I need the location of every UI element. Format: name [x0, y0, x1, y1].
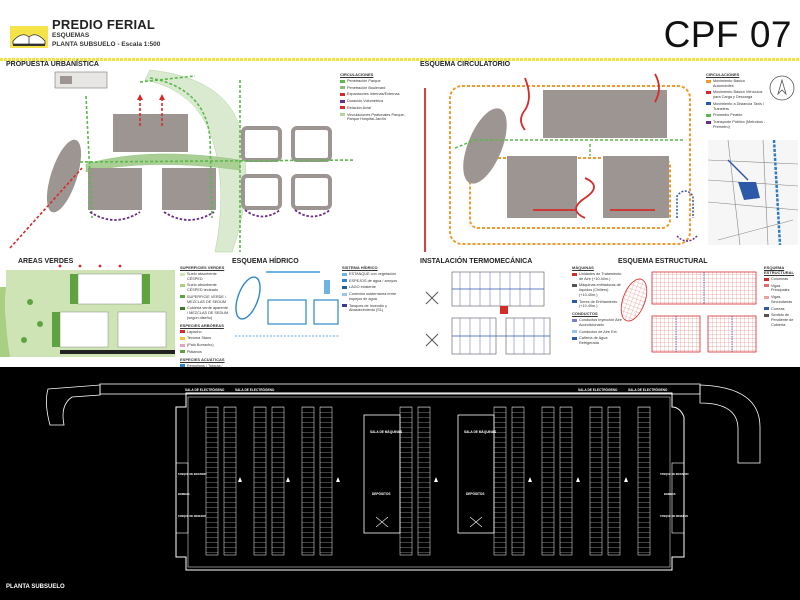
legend-title: ESPECIES ACUÁTICAS [180, 356, 225, 362]
legend-item: Unidades de Tratamiento de Aire (+10.40m… [572, 272, 622, 281]
legend-urbanistica: CIRCULACIONES Penetración Parque Penetra… [340, 72, 410, 124]
legend-item: LAGO existente [342, 285, 400, 290]
estructural-diagram [620, 271, 757, 353]
legend-title: CIRCULACIONES [706, 72, 740, 77]
legend-item: Máquinas enfriadoras de líquidos (Chille… [572, 283, 622, 297]
legend-item: Conexión subterránea entre espejos de ag… [342, 292, 400, 301]
side-label: TANQUE DE RESERVA [178, 514, 206, 518]
legend-item: Transporte Público (Metrobus - Premetro) [706, 120, 766, 129]
legend-item: Correas [764, 307, 800, 312]
legend-title: SUPERFICIES VERDES [180, 265, 225, 270]
legend-item: Cubierta verde aparente / MEZCLAS DE SED… [180, 306, 230, 320]
core-label: DEPÓSITOS [466, 491, 485, 496]
legend-title: CIRCULACIONES [340, 72, 374, 77]
legend-title: ESPECIES ARBÓREAS [180, 322, 224, 328]
legend-title: CONDUCTOS [572, 311, 598, 317]
legend-item: SUPERFICIE VERDE / MEZCLAS DE SEDUM [180, 295, 230, 304]
hidrico-diagram [235, 271, 340, 337]
legend-item: ESTANQUE con vegetación [342, 272, 400, 277]
plan-label: PLANTA SUBSUELO [6, 584, 65, 590]
legend-item: Vigas Secundarias [764, 295, 800, 304]
basement-plan-drawing: SALA DE ELECTRÓGENO SALA DE ELECTRÓGENO … [46, 383, 761, 571]
sheet-scale: PLANTA SUBSUELO - Escala 1:500 [52, 40, 161, 48]
legend-item: Movimiento Básico Vehículos para Carga y… [706, 90, 766, 99]
room-label: SALA DE ELECTRÓGENO [235, 387, 275, 392]
legend-circulatorio: CIRCULACIONES Movimiento Básico Automóvi… [706, 72, 766, 132]
panel-title-estructural: ESQUEMA ESTRUCTURAL [618, 258, 708, 265]
legend-item: Movimiento Básico Automóviles [706, 79, 766, 88]
legend-item: Expansiones Internas/Externas [340, 92, 410, 97]
urbanistica-diagram [9, 69, 356, 253]
legend-title: ESQUEMA ESTRUCTURAL [764, 265, 794, 275]
sheet-subtitle: ESQUEMAS [52, 32, 90, 39]
legend-item: Relación Axial [340, 106, 410, 111]
legend-item: Penetración Boulevard [340, 86, 410, 91]
panel-title-hidrico: ESQUEMA HÍDRICO [232, 258, 299, 265]
legend-item: Conductos Inyección Aire Acondicionado [572, 318, 622, 327]
sheet-code: CPF 07 [663, 14, 792, 55]
panel-title-areas-verdes: AREAS VERDES [18, 258, 74, 265]
legend-title: MÁQUINAS [572, 265, 594, 270]
side-label: BOMBAS [664, 492, 676, 496]
side-label: TANQUE DE RESERVA [660, 514, 688, 518]
legend-areas-verdes: SUPERFICIES VERDES Suelo absorbente CÉSP… [180, 265, 230, 380]
predio-ferial-logo-icon [10, 26, 48, 48]
legend-termomecanica: MÁQUINAS Unidades de Tratamiento de Aire… [572, 265, 622, 348]
legend-item: Promedio Peatón [706, 113, 766, 118]
north-compass-icon [769, 75, 795, 101]
sheet-title: PREDIO FERIAL [52, 17, 155, 32]
room-label: SALA DE ELECTRÓGENO [185, 387, 225, 392]
legend-item: Vinculaciones Peatonales Parque-Parque H… [340, 113, 410, 122]
legend-item: (Palo Borracho) [180, 343, 230, 348]
legend-item: Plátanos [180, 350, 230, 355]
legend-item: Cañería de Agua Refrigerada [572, 336, 622, 345]
legend-item: Lapacho [180, 330, 230, 335]
side-label: TANQUE DE INCENDIO [178, 472, 206, 476]
legend-item: Tecoma Stans [180, 336, 230, 341]
termomecanica-diagram [425, 271, 551, 355]
legend-item: Torres de Enfriamiento (+10.40m.) [572, 300, 622, 309]
sheet-header: PREDIO FERIAL ESQUEMAS PLANTA SUBSUELO -… [0, 0, 800, 58]
legend-item: Penetración Parque [340, 79, 410, 84]
room-label: SALA DE ELECTRÓGENO [628, 387, 668, 392]
circulatorio-diagram [424, 73, 698, 252]
location-map [708, 140, 798, 245]
legend-item: Conductos de Aire Ext. [572, 330, 622, 335]
basement-plan: SALA DE ELECTRÓGENO SALA DE ELECTRÓGENO … [0, 367, 800, 600]
legend-item: Tanques de Incendio y Abastecimiento (S1… [342, 304, 400, 313]
legend-item: Sentido de Pendiente de Cubierta [764, 313, 800, 327]
legend-estructural: ESQUEMA ESTRUCTURAL Columnas Vigas Princ… [764, 265, 800, 330]
panel-title-termomecanica: INSTALACIÓN TERMOMECÁNICA [420, 258, 533, 265]
side-label: TANQUE DE INCENDIO [660, 472, 688, 476]
panel-title-circulatorio: ESQUEMA CIRCULATORIO [420, 61, 511, 68]
core-label: DEPÓSITOS [372, 491, 391, 496]
core-label: SALA DE MÁQUINAS [370, 429, 402, 434]
panel-title-urbanistica: PROPUESTA URBANÍSTICA [6, 61, 99, 68]
sheet-title-block: PREDIO FERIAL ESQUEMAS PLANTA SUBSUELO -… [52, 18, 160, 48]
legend-hidrico: SISTEMA HÍDRICO ESTANQUE con vegetación … [342, 265, 400, 315]
legend-item: Duración Volumétrica [340, 99, 410, 104]
room-label: SALA DE ELECTRÓGENO [578, 387, 618, 392]
header-rule [0, 58, 800, 61]
legend-item: Vigas Principales [764, 284, 800, 293]
legend-item: Suelo absorbente CÉSPED [180, 272, 230, 281]
areas-verdes-diagram [0, 264, 175, 357]
legend-title: SISTEMA HÍDRICO [342, 265, 378, 270]
legend-item: Columnas [764, 277, 800, 282]
legend-item: Movimiento a Distancia Taxis / Transfers [706, 102, 766, 111]
side-label: BOMBAS [178, 492, 190, 496]
core-label: SALA DE MÁQUINAS [464, 429, 496, 434]
legend-item: Suelo absorbente CÉSPED tecleado [180, 283, 230, 292]
legend-item: ESPEJOS de agua / arroyos [342, 279, 400, 284]
